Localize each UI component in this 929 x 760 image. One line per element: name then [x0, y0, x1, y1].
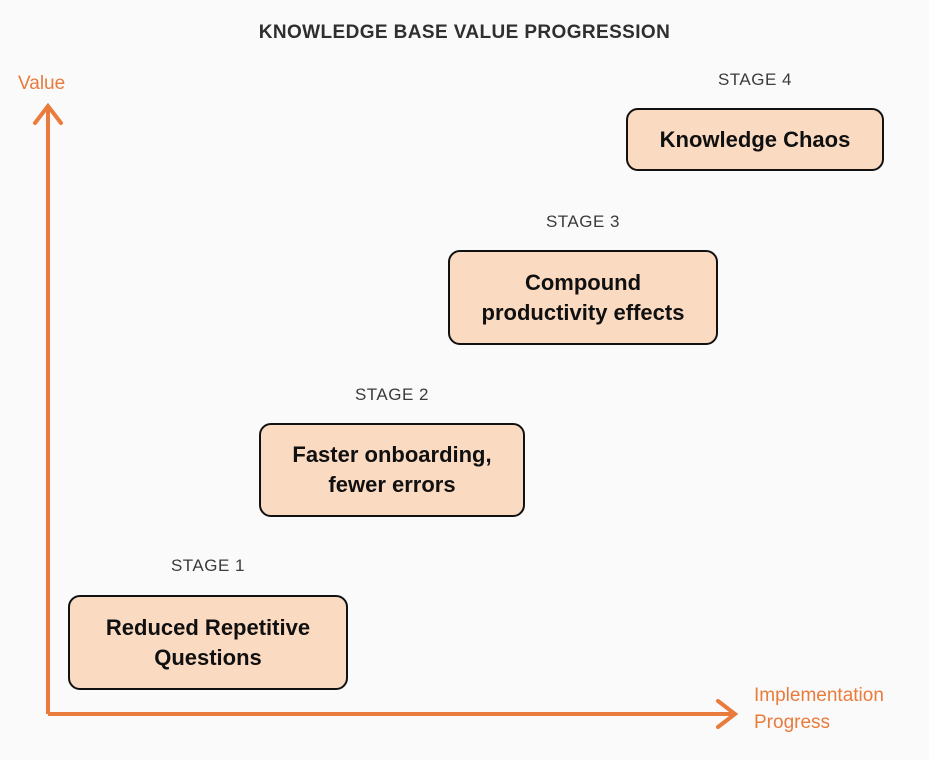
stage-label-3: STAGE 3 — [545, 212, 621, 231]
stage-label-1: STAGE 1 — [170, 556, 246, 575]
stage-label-2: STAGE 2 — [354, 385, 430, 404]
arrow-right-icon — [716, 699, 739, 729]
arrow-up-icon — [33, 102, 63, 125]
stage-group-4: STAGE 4 Knowledge Chaos — [626, 70, 884, 171]
y-axis-label: Value — [18, 73, 66, 94]
x-axis-label: Implementation Progress — [754, 685, 884, 733]
stage-box-2[interactable]: Faster onboarding, fewer errors — [259, 423, 525, 517]
stage-group-1: STAGE 1 Reduced Repetitive Questions — [68, 556, 348, 690]
stage-box-3[interactable]: Compound productivity effects — [448, 250, 718, 345]
stage-box-4[interactable]: Knowledge Chaos — [626, 108, 884, 171]
stage-box-1[interactable]: Reduced Repetitive Questions — [68, 595, 348, 690]
stage-group-3: STAGE 3 Compound productivity effects — [448, 212, 718, 345]
page-title: KNOWLEDGE BASE VALUE PROGRESSION — [258, 22, 671, 43]
stage-group-2: STAGE 2 Faster onboarding, fewer errors — [259, 385, 525, 517]
stage-label-4: STAGE 4 — [717, 70, 793, 89]
